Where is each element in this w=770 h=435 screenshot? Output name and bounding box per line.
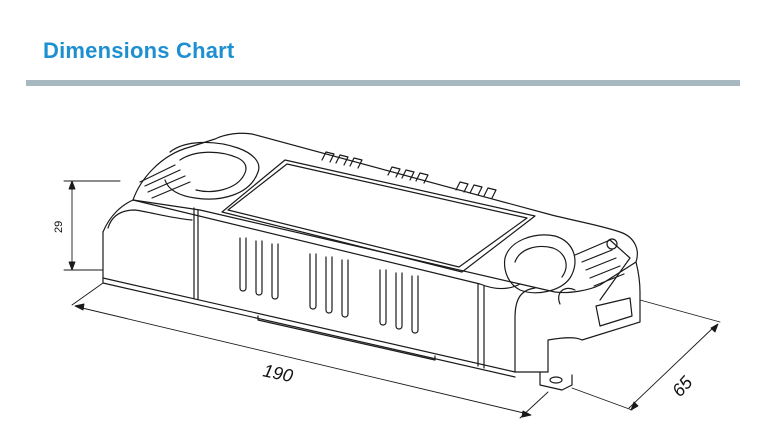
page-title: Dimensions Chart [43,38,235,63]
height-dimension [63,180,121,271]
right-end-cap [503,234,633,327]
left-end-cap [107,141,260,229]
top-vent-ribs [321,151,497,199]
header-divider [26,80,740,86]
length-dimension-label: 190 [261,360,295,386]
height-dimension-label: 29 [53,221,65,233]
front-face-seams [193,207,485,369]
enclosure-body [102,132,641,391]
front-vent-slots [239,237,419,334]
width-dimension [571,299,721,411]
length-dimension [71,282,549,419]
width-dimension-label: 65 [668,372,697,401]
label-panel [221,159,536,273]
